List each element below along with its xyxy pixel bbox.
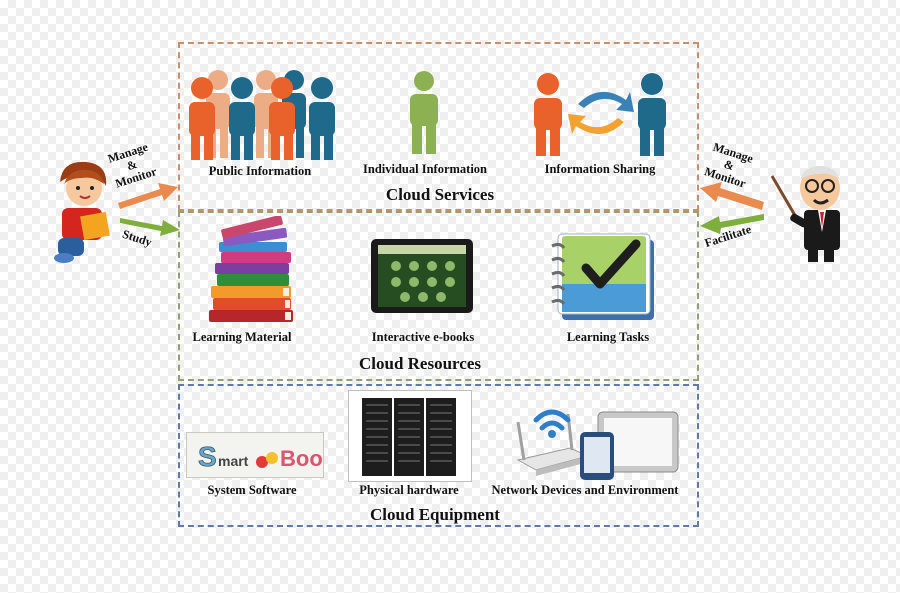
- network-devices-icon: [516, 409, 679, 480]
- study-arrow-right-icon: [120, 218, 180, 236]
- system-software-label: System Software: [207, 483, 297, 497]
- learning-material-label: Learning Material: [192, 330, 292, 344]
- cloud-equipment-title: Cloud Equipment: [370, 505, 500, 524]
- manage-arrow-right-icon: [118, 183, 178, 209]
- network-devices-label: Network Devices and Environment: [491, 483, 679, 497]
- teacher-pointing-icon: [770, 166, 840, 262]
- svg-text:Book: Book: [280, 446, 324, 471]
- cloud-equipment-box: [178, 384, 699, 527]
- cloud-resources-box: [178, 211, 699, 381]
- cloud-resources-title: Cloud Resources: [359, 354, 481, 373]
- student-reading-icon: [54, 161, 110, 263]
- interactive-ebooks-label: Interactive e-books: [371, 330, 475, 344]
- people-group-icon: [189, 70, 335, 160]
- svg-text:S: S: [198, 441, 217, 472]
- tablet-ebook-icon: [371, 239, 473, 313]
- cloud-services-box: [178, 42, 699, 211]
- person-icon: [410, 71, 438, 154]
- manage-arrow-left-icon: [700, 182, 764, 210]
- server-rack-icon: [348, 390, 472, 482]
- information-sharing-icon: [534, 73, 666, 156]
- smartbook-logo-icon: S mart Book: [186, 432, 324, 478]
- svg-text:mart: mart: [218, 453, 249, 469]
- individual-information-label: Individual Information: [363, 162, 487, 176]
- physical-hardware-label: Physical hardware: [359, 483, 459, 497]
- checklist-notebook-icon: [551, 233, 654, 320]
- learning-tasks-label: Learning Tasks: [566, 330, 650, 344]
- books-stack-icon: [209, 216, 293, 322]
- public-information-label: Public Information: [208, 164, 312, 178]
- cloud-services-title: Cloud Services: [385, 185, 495, 204]
- facilitate-arrow-left-icon: [700, 214, 764, 234]
- information-sharing-label: Information Sharing: [544, 162, 656, 176]
